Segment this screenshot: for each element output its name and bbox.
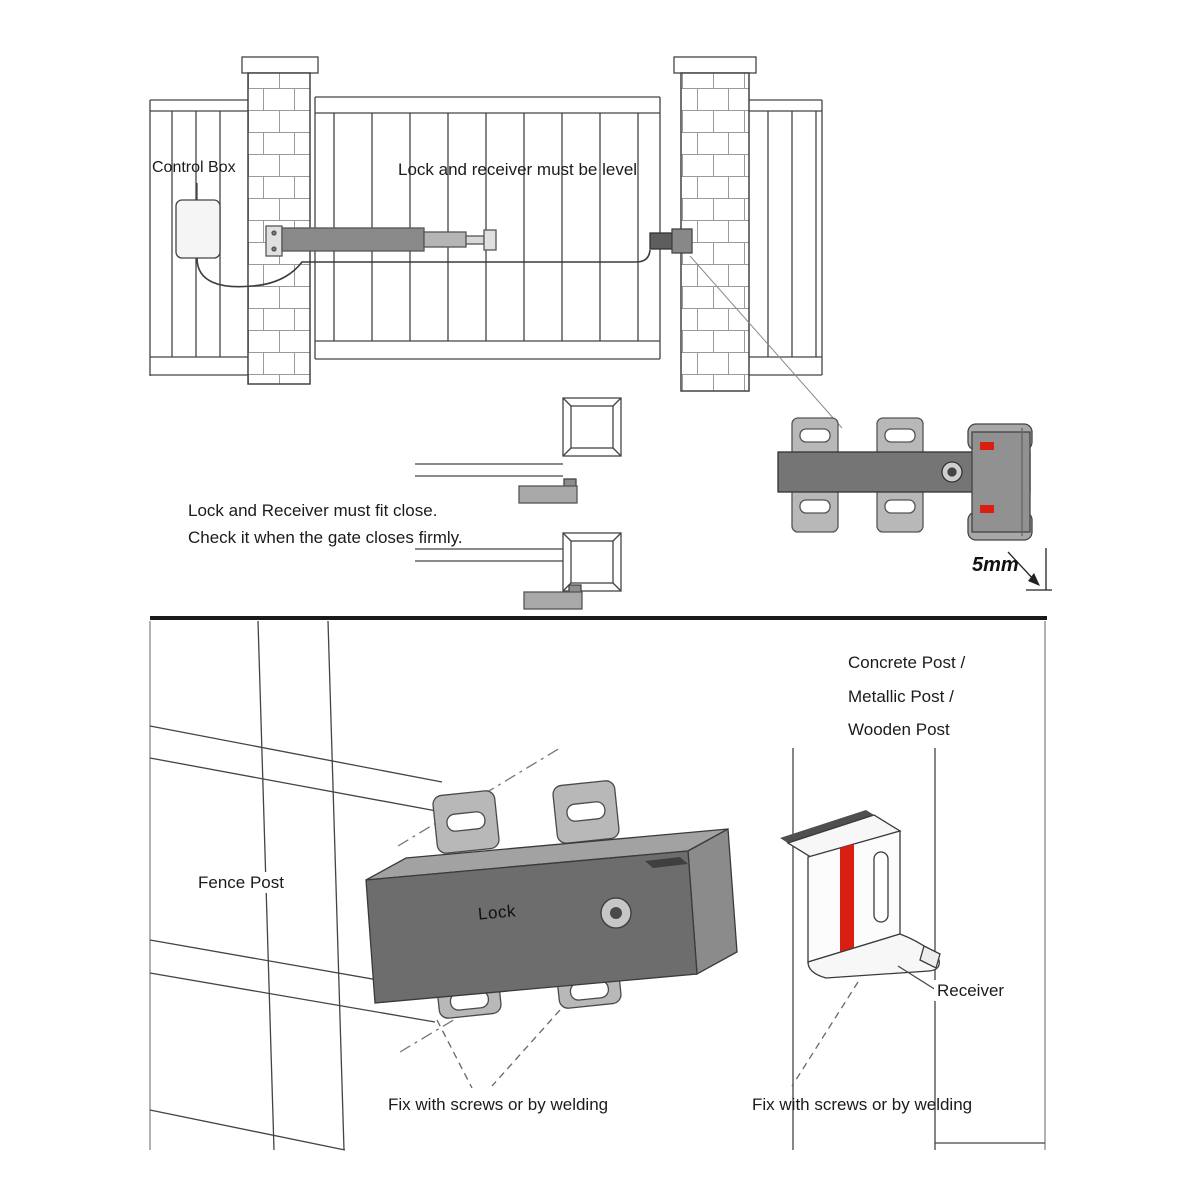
red-mark-bottom (980, 505, 994, 513)
bracket-bottom-flange (807, 933, 940, 979)
gap-dimension-label: 5mm (972, 554, 1019, 576)
power-cable (196, 249, 651, 288)
zoom-leader-line (689, 255, 843, 429)
post-type-line-3: Wooden Post (845, 719, 953, 741)
lock-face-label: Lock (477, 901, 517, 924)
fit-note-line1: Lock and Receiver must fit close. (188, 501, 438, 520)
mounting-scene (149, 620, 1046, 1151)
left-brick-pillar (241, 56, 319, 385)
level-note: Lock and receiver must be level (398, 160, 638, 179)
control-box (175, 183, 221, 259)
gate-bars (333, 113, 639, 341)
latch-slot (645, 857, 688, 868)
section-divider (150, 616, 1047, 620)
gap-dimension-arrow (1007, 548, 1052, 591)
bracket-top-edge (780, 810, 874, 843)
right-brick-pillar (673, 56, 757, 392)
fit-note-line2: Check it when the gate closes firmly. (188, 528, 463, 547)
mounting-post-drawing (792, 748, 1045, 1150)
receiver-bracket (780, 810, 941, 979)
receiver-red-stripe (840, 844, 854, 954)
right-fence-section (749, 99, 823, 376)
post-type-line-1: Concrete Post / (845, 652, 969, 674)
lock-top-view (777, 417, 1052, 591)
leader-dashed-right (791, 981, 859, 1087)
fit-detail-open (415, 397, 622, 504)
fix-note-right: Fix with screws or by welding (752, 1095, 973, 1114)
lock-keyhole-icon (600, 897, 632, 929)
fix-note-left: Fix with screws or by welding (388, 1095, 609, 1114)
gate-scene (149, 56, 1052, 610)
receiver-top-view (967, 423, 1033, 541)
leader-dashed-left-b (491, 1009, 561, 1087)
receiver-label: Receiver (934, 980, 1008, 1002)
gate-opener-arm (265, 225, 497, 257)
keyhole-icon (941, 461, 963, 483)
post-type-line-2: Metallic Post / (845, 686, 957, 708)
bracket-slot (873, 851, 889, 923)
red-mark-top (980, 442, 994, 450)
control-box-label: Control Box (152, 159, 236, 176)
receiver-leader-line (897, 965, 937, 991)
gate-leaf (314, 96, 661, 360)
gate-lock-small (649, 228, 693, 254)
bracket-hook (919, 945, 941, 969)
lock-3d-body (365, 827, 738, 1004)
fence-post-label: Fence Post (195, 872, 287, 894)
fit-detail-closed (415, 532, 622, 610)
leader-dashed-left-a (436, 1019, 473, 1089)
